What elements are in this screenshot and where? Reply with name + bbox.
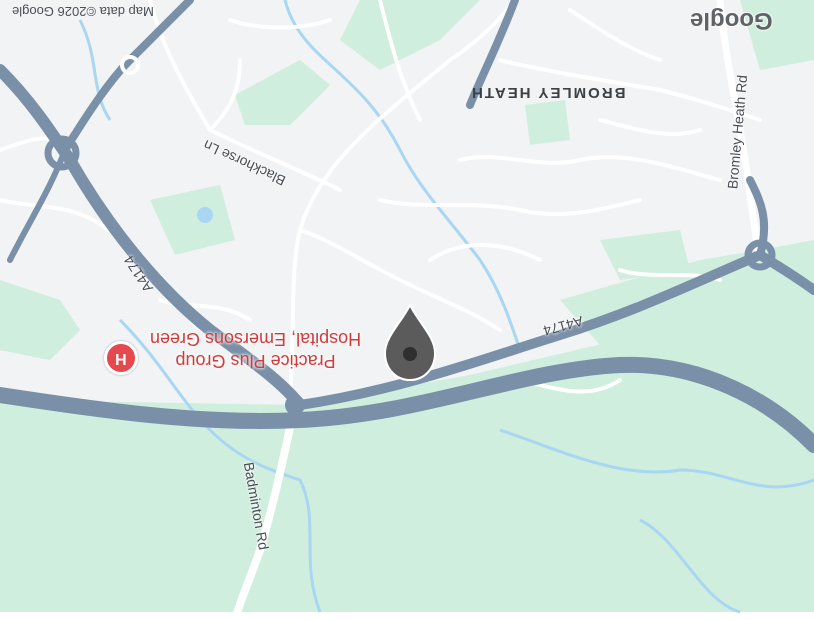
park-patch-nw — [235, 60, 330, 125]
badminton-road — [231, 401, 299, 620]
stream-northwest — [78, 19, 112, 121]
roundabout-northwest — [120, 55, 140, 75]
map-pin-dot — [403, 347, 417, 361]
park-patch-river — [340, 0, 480, 70]
poi-label-line2: Hospital, Emersons Green — [150, 329, 362, 349]
google-logo: Google — [690, 7, 773, 34]
roundabout-west — [44, 135, 80, 171]
stream-southeast — [499, 428, 814, 489]
stream-south — [118, 318, 322, 613]
roundabout-east — [744, 239, 776, 271]
park-patch-far-w — [0, 280, 80, 360]
pond — [197, 207, 213, 223]
junction-centre — [285, 395, 305, 415]
bromley-heath-road — [716, 0, 762, 254]
park-patch-ne — [740, 0, 814, 70]
stream-north — [283, 0, 522, 351]
park-patch-w — [150, 185, 235, 255]
area-label-bromley-heath: BROMLEY HEATH — [470, 84, 626, 101]
park-patch-centre — [600, 230, 690, 280]
park-patch-bromley — [525, 100, 570, 145]
hospital-icon[interactable]: H — [104, 341, 138, 375]
hospital-icon-letter: H — [115, 350, 127, 367]
map-pin-body — [383, 303, 437, 382]
map-attribution: Map data ©2026 Google — [12, 4, 154, 19]
stream-east — [639, 518, 741, 614]
poi-label-hospital[interactable]: Practice Plus Group Hospital, Emersons G… — [150, 328, 361, 372]
park-area-south — [0, 295, 814, 612]
frame-strip-bottom — [0, 612, 814, 620]
map-pin-icon[interactable] — [381, 303, 439, 383]
poi-label-line1: Practice Plus Group — [175, 351, 336, 371]
motorway-a4174 — [0, 0, 814, 453]
